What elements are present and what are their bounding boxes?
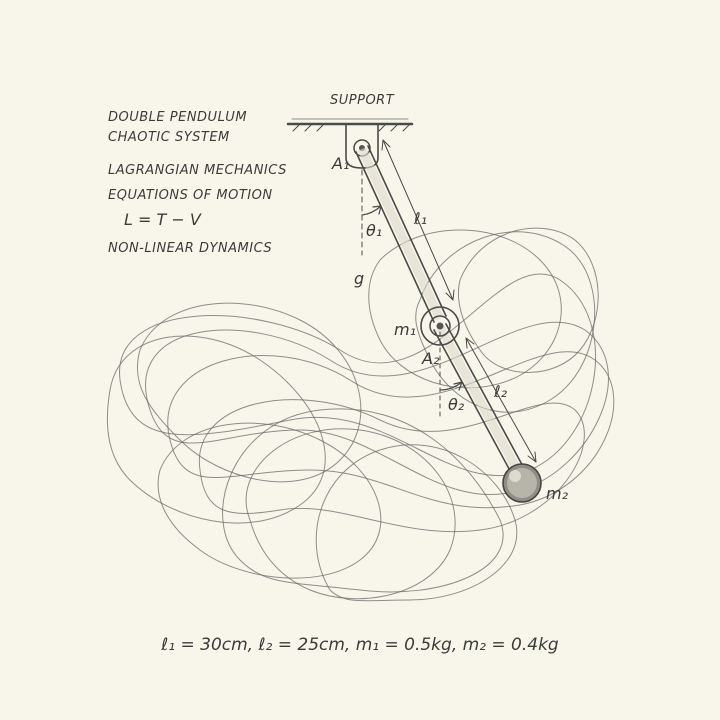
length-2-dimension [465, 337, 537, 463]
mass-1-joint [420, 306, 460, 346]
rod-1 [355, 145, 447, 323]
trajectory-traces [106, 227, 615, 602]
note-lagrangian-formula: L = T − V [124, 210, 202, 229]
length-1-dimension [381, 139, 455, 301]
theta-2-label: θ₂ [448, 395, 465, 414]
theta-1-label: θ₁ [366, 221, 382, 240]
theta-1-arc [361, 205, 382, 216]
length-2-label: ℓ₂ [493, 382, 508, 401]
rod-2 [433, 323, 527, 479]
note-chaotic-system: CHAOTIC SYSTEM [108, 130, 230, 145]
note-double-pendulum: DOUBLE PENDULUM [108, 110, 247, 125]
note-non-linear-dynamics: NON-LINEAR DYNAMICS [108, 241, 272, 256]
gravity-label: g [354, 269, 364, 288]
pivot-a2-label: A₂ [421, 349, 440, 368]
theta-2-arc [439, 381, 463, 391]
length-1-label: ℓ₁ [413, 209, 427, 228]
note-lagrangian-mechanics: LAGRANGIAN MECHANICS [108, 163, 287, 178]
support-label: SUPPORT [330, 93, 395, 108]
mass-2-bob [502, 463, 542, 503]
parameters-formula: ℓ₁ = 30cm, ℓ₂ = 25cm, m₁ = 0.5kg, m₂ = 0… [160, 635, 559, 655]
mass-2-label: m₂ [546, 484, 569, 503]
mass-1-label: m₁ [394, 320, 416, 339]
ceiling-support [286, 118, 414, 132]
pivot-bracket [345, 123, 379, 169]
pivot-a1-label: A₁ [331, 154, 349, 173]
note-equations-of-motion: EQUATIONS OF MOTION [108, 188, 273, 203]
